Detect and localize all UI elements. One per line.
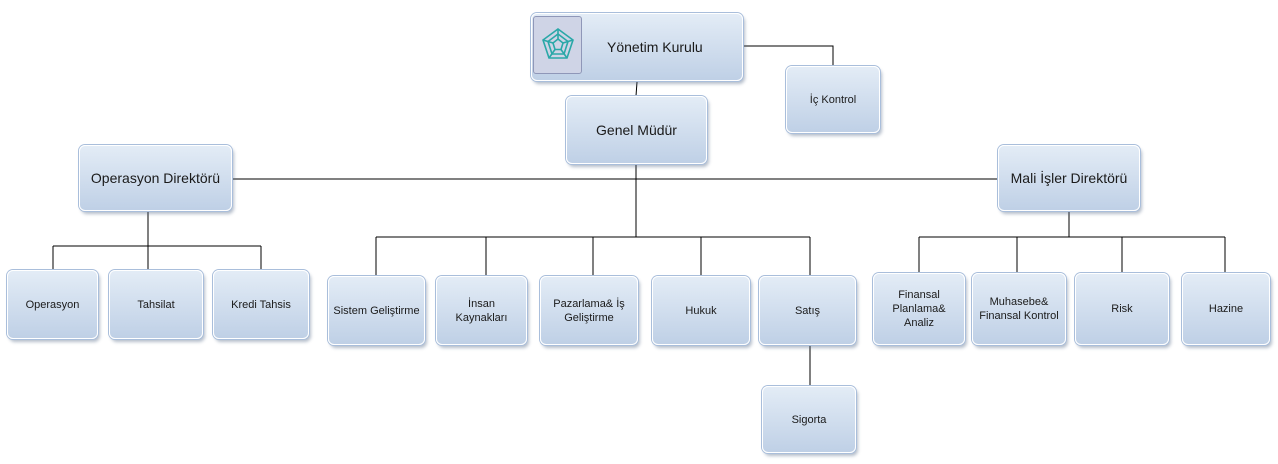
gm-unit-node: Sistem Geliştirme [328,276,425,345]
finance-director-node: Mali İşler Direktörü [998,145,1140,211]
finance-unit-label: Hazine [1208,303,1244,315]
finance-director-label: Mali İşler Direktörü [1010,170,1128,186]
gm-unit-label: İnsan Kaynakları [455,297,508,324]
finance-unit-node: Muhasebe& Finansal Kontrol [972,273,1066,345]
gm-unit-node: Hukuk [652,276,750,345]
finance-unit-label: Muhasebe& Finansal Kontrol [979,296,1059,322]
finance-unit-label: Risk [1111,303,1133,315]
operations-unit-label: Operasyon [25,298,80,311]
logo-icon [533,16,582,74]
sales-sub-unit-label: Sigorta [791,413,827,426]
gm-unit-label: Pazarlama& İş Geliştirme [553,297,625,324]
finance-unit-node: Finansal Planlama& Analiz [873,273,965,345]
gm-unit-label: Hukuk [685,304,717,317]
gm-unit-label: Sistem Geliştirme [333,304,420,317]
operations-unit-label: Tahsilat [137,298,175,311]
operations-director-label: Operasyon Direktörü [90,170,221,186]
operations-unit-label: Kredi Tahsis [231,298,291,311]
finance-unit-label: Finansal Planlama& Analiz [892,289,946,329]
gm-unit-node: İnsan Kaynakları [436,276,527,345]
operations-unit-node: Kredi Tahsis [213,270,309,339]
operations-unit-node: Tahsilat [109,270,203,339]
gm-unit-label: Satış [794,304,821,317]
finance-unit-node: Hazine [1182,273,1270,345]
internal-control-node: İç Kontrol [786,66,880,133]
internal-control-label: İç Kontrol [809,93,857,106]
operations-director-node: Operasyon Direktörü [79,145,232,211]
sales-sub-unit-node: Sigorta [762,386,856,453]
general-manager-node: Genel Müdür [566,96,707,164]
general-manager-label: Genel Müdür [596,122,677,138]
gm-unit-node: Pazarlama& İş Geliştirme [540,276,638,345]
gm-unit-node: Satış [759,276,856,345]
operations-unit-node: Operasyon [7,270,98,339]
finance-unit-node: Risk [1075,273,1169,345]
board-label: Yönetim Kurulu [607,39,703,55]
